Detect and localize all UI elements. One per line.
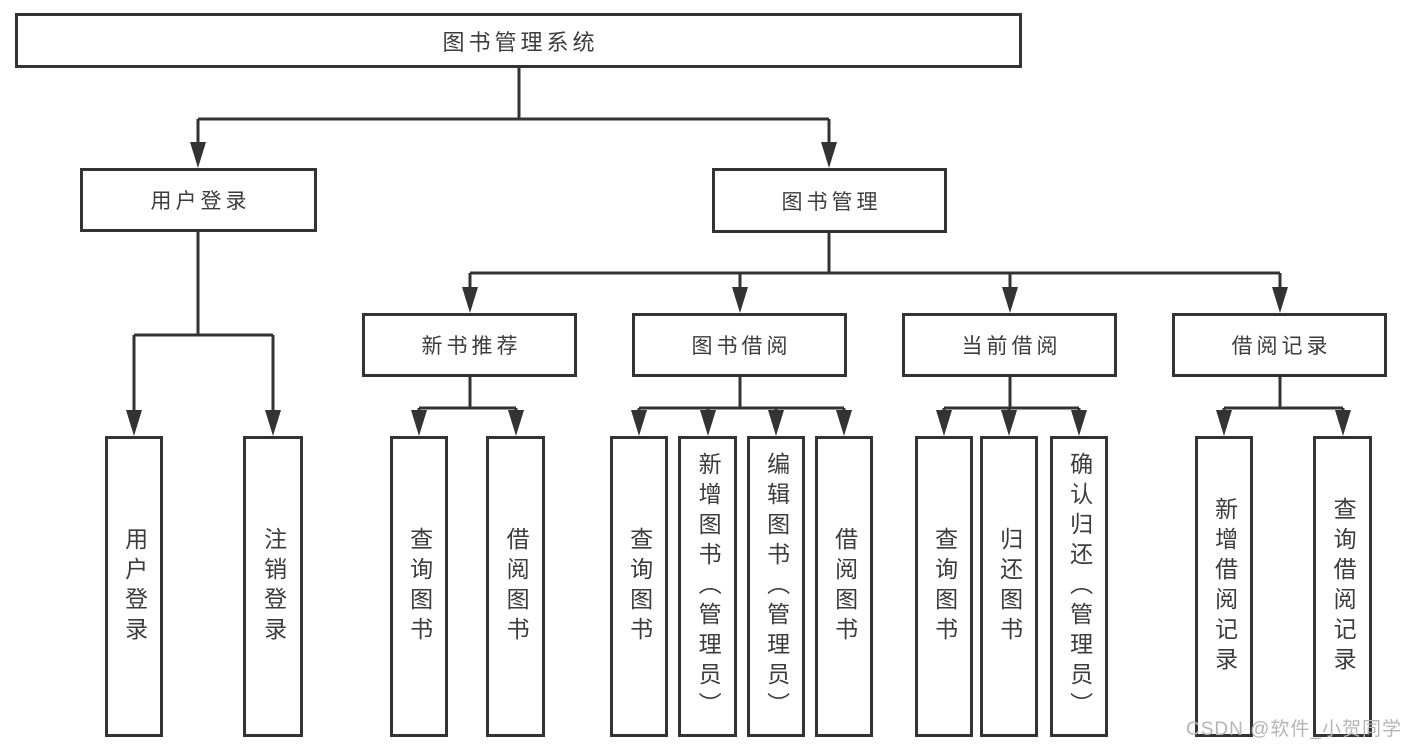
leaf-user-login: 用户登录 xyxy=(105,436,163,737)
node-label: 查询借阅记录 xyxy=(1330,496,1357,677)
node-label: 查询图书 xyxy=(931,526,958,647)
node-label: 新增借阅记录 xyxy=(1211,496,1238,677)
arrow-down-icon xyxy=(631,410,647,436)
leaf-query-books-3: 查询图书 xyxy=(915,436,973,737)
leaf-query-books-1: 查询图书 xyxy=(390,436,448,737)
leaf-add-borrow-record: 新增借阅记录 xyxy=(1195,436,1253,737)
node-label: 用户登录 xyxy=(150,190,251,213)
arrow-down-icon xyxy=(836,410,852,436)
node-label: 当前借阅 xyxy=(961,335,1062,358)
node-label: 归还图书 xyxy=(996,526,1023,647)
leaf-query-books-2: 查询图书 xyxy=(610,436,668,737)
arrow-down-icon xyxy=(190,142,206,168)
node-label: 查询图书 xyxy=(626,526,653,647)
leaf-add-books-admin: 新增图书（管理员） xyxy=(678,436,737,737)
leaf-query-borrow-record: 查询借阅记录 xyxy=(1313,436,1372,737)
arrow-down-icon xyxy=(462,287,478,313)
node-label: 编辑图书（管理员） xyxy=(763,451,790,722)
node-label: 新增图书（管理员） xyxy=(695,451,722,722)
node-new-book-recommend: 新书推荐 xyxy=(362,313,577,377)
node-current-borrowing: 当前借阅 xyxy=(902,313,1117,377)
node-label: 图书管理 xyxy=(781,190,882,214)
node-book-management: 图书管理 xyxy=(712,168,947,233)
arrow-down-icon xyxy=(1272,287,1288,313)
arrow-down-icon xyxy=(1001,410,1017,436)
leaf-borrow-books-1: 借阅图书 xyxy=(486,436,545,737)
node-label: 图书借阅 xyxy=(691,335,792,358)
arrow-down-icon xyxy=(1071,410,1087,436)
arrow-down-icon xyxy=(1216,410,1232,436)
leaf-return-books: 归还图书 xyxy=(980,436,1038,737)
leaf-confirm-return-admin: 确认归还（管理员） xyxy=(1050,436,1108,737)
arrow-down-icon xyxy=(126,410,142,436)
node-label: 确认归还（管理员） xyxy=(1066,451,1093,722)
arrow-down-icon xyxy=(821,142,837,168)
arrow-down-icon xyxy=(700,410,716,436)
node-book-borrowing: 图书借阅 xyxy=(632,313,847,377)
node-label: 注销登录 xyxy=(260,526,287,647)
leaf-logout: 注销登录 xyxy=(243,436,303,737)
csdn-watermark: CSDN @软件_小贺同学 xyxy=(1186,719,1402,740)
node-user-login: 用户登录 xyxy=(80,168,317,232)
node-borrowing-records: 借阅记录 xyxy=(1172,313,1387,377)
node-label: 新书推荐 xyxy=(421,335,522,358)
node-label: 查询图书 xyxy=(406,526,433,647)
node-label: 借阅记录 xyxy=(1231,335,1332,358)
node-label: 图书管理系统 xyxy=(442,29,599,55)
arrow-down-icon xyxy=(732,287,748,313)
node-label: 用户登录 xyxy=(121,526,148,647)
node-label: 借阅图书 xyxy=(831,526,858,647)
leaf-edit-books-admin: 编辑图书（管理员） xyxy=(747,436,805,737)
node-label: 借阅图书 xyxy=(503,526,530,647)
leaf-borrow-books-2: 借阅图书 xyxy=(815,436,873,737)
arrow-down-icon xyxy=(936,410,952,436)
arrow-down-icon xyxy=(508,410,524,436)
arrow-down-icon xyxy=(768,410,784,436)
arrow-down-icon xyxy=(411,410,427,436)
node-library-system: 图书管理系统 xyxy=(15,13,1022,68)
arrow-down-icon xyxy=(1002,287,1018,313)
arrow-down-icon xyxy=(265,410,281,436)
arrow-down-icon xyxy=(1335,410,1351,436)
